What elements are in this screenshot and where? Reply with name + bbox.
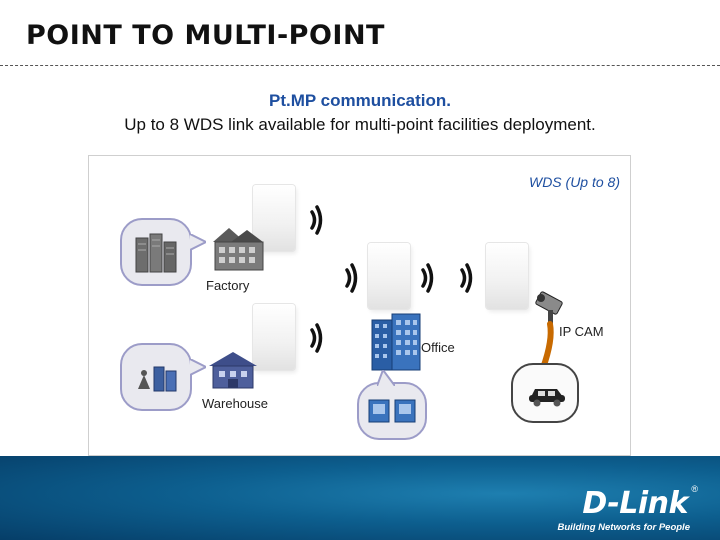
footer-banner: D-Link ® Building Networks for People xyxy=(0,456,720,540)
brand-tagline: Building Networks for People xyxy=(557,522,691,533)
page-title: POINT TO MULTI-POINT xyxy=(26,20,385,51)
subtitle-description: Up to 8 WDS link available for multi-poi… xyxy=(124,115,596,134)
bubble-tail xyxy=(190,359,206,376)
access-point-center xyxy=(368,243,410,309)
wireless-signal-icon xyxy=(345,263,358,293)
subtitle-headline: Pt.MP communication. xyxy=(269,91,451,110)
access-point-bottom xyxy=(253,304,295,370)
brand-logo: D-Link xyxy=(582,486,688,521)
factory-bubble xyxy=(120,218,206,286)
car-icon xyxy=(529,389,565,407)
ip-cam-label: IP CAM xyxy=(559,324,604,339)
office-bubble xyxy=(357,370,427,440)
warehouse-building-icon xyxy=(209,352,257,389)
wireless-signal-icon xyxy=(310,205,323,235)
office-building-icon xyxy=(371,313,421,371)
wireless-signal-icon xyxy=(460,263,473,293)
office-label: Office xyxy=(421,340,455,355)
office-equipment-icon xyxy=(368,399,416,423)
bubble-tail xyxy=(377,370,395,386)
access-point-right xyxy=(486,243,528,309)
factory-building-icon xyxy=(213,228,264,271)
title-divider xyxy=(0,65,720,66)
server-rack-icon xyxy=(135,233,177,273)
warehouse-equipment-icon xyxy=(138,366,177,392)
registered-mark: ® xyxy=(691,484,698,494)
wireless-signal-icon xyxy=(421,263,434,293)
wireless-signal-icon xyxy=(310,323,323,353)
network-diagram: WDS (Up to 8) xyxy=(88,155,631,456)
warehouse-label: Warehouse xyxy=(202,396,268,411)
warehouse-bubble xyxy=(120,343,206,411)
wds-label: WDS (Up to 8) xyxy=(528,174,620,190)
bubble-tail xyxy=(190,234,206,251)
parking-lot-bubble xyxy=(511,363,579,423)
factory-label: Factory xyxy=(206,278,250,293)
